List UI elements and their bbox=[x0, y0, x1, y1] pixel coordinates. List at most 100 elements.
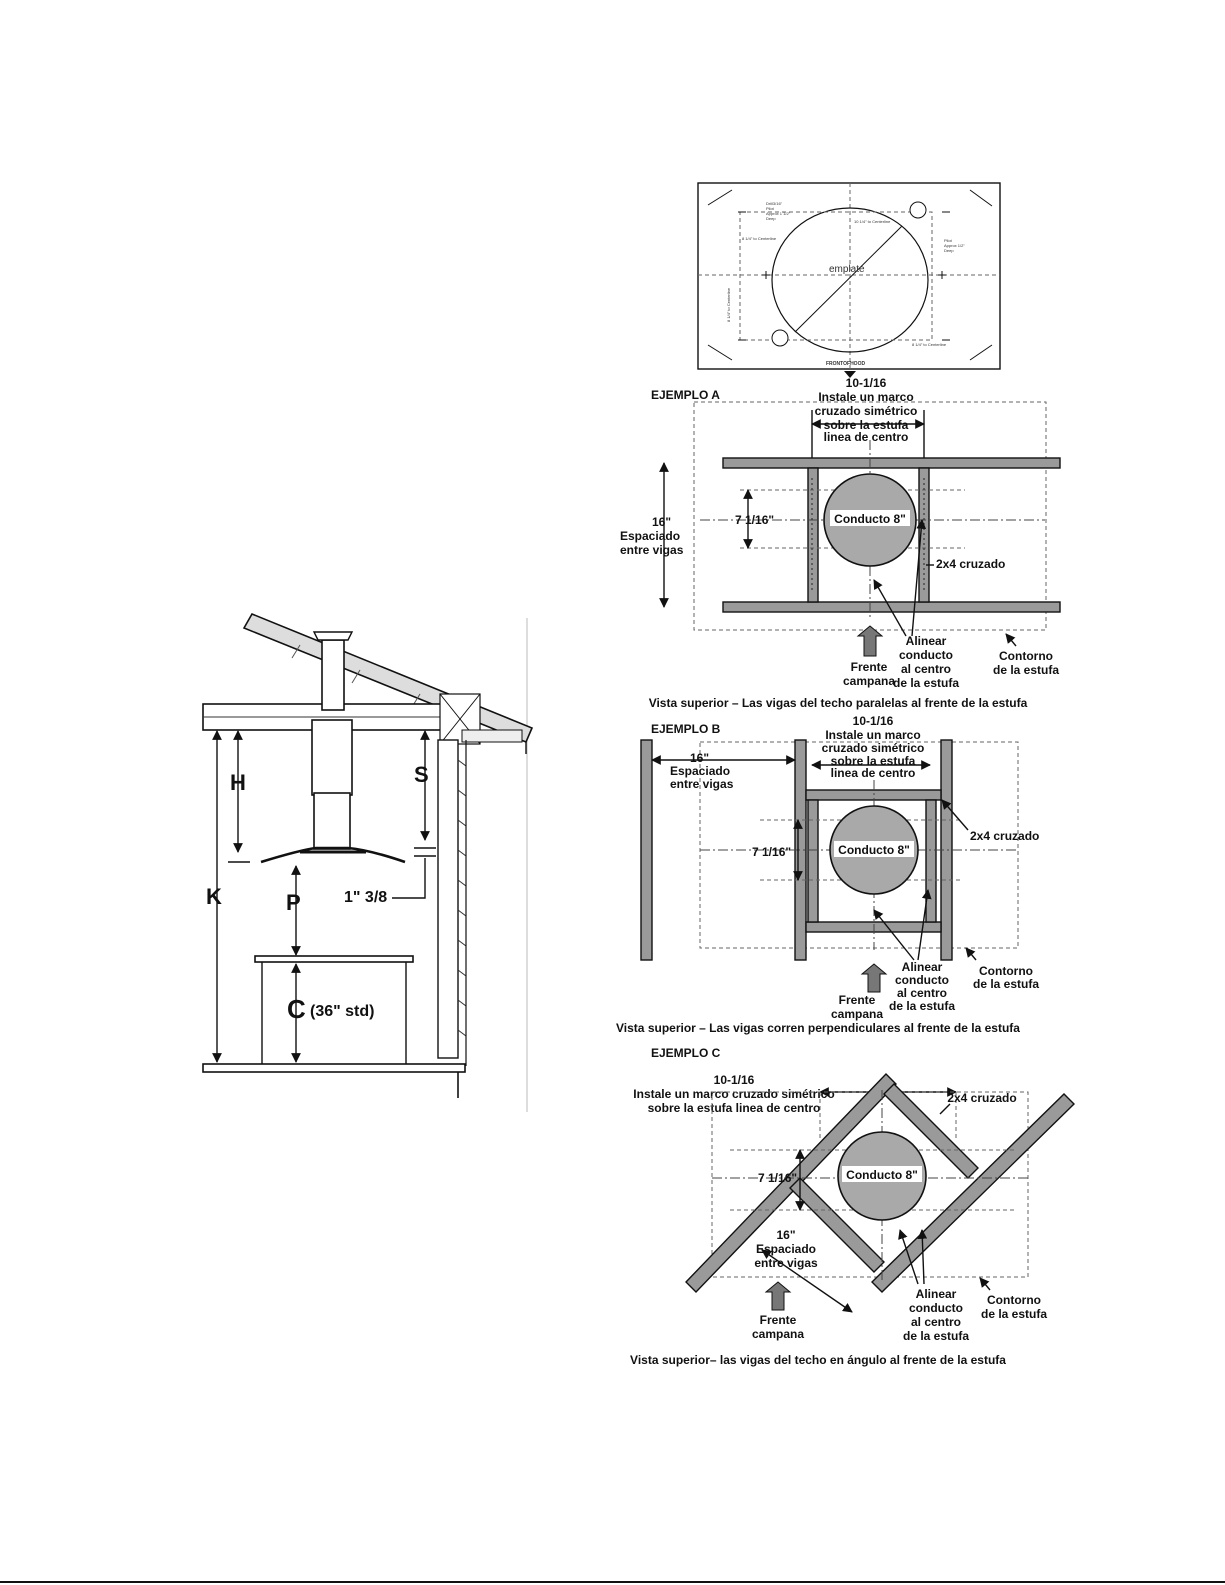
example-a-align-4: de la estufa bbox=[893, 676, 959, 690]
chimney bbox=[311, 631, 354, 850]
example-b-align-2: conducto bbox=[895, 973, 949, 987]
example-c-align-4: de la estufa bbox=[903, 1329, 969, 1343]
example-a-dim-1: 10-1/16 bbox=[846, 376, 887, 390]
example-a-align-1: Alinear bbox=[906, 634, 947, 648]
template-note-3: Approx 1 1/2" bbox=[766, 211, 791, 216]
example-a-caption: Vista superior – Las vigas del techo par… bbox=[649, 696, 1028, 710]
example-a-align-3: al centro bbox=[901, 662, 951, 676]
example-c: EJEMPLO C 10-1/16 Instale un marco cruza… bbox=[630, 1046, 1075, 1367]
example-c-joist-left bbox=[685, 1073, 897, 1293]
example-b-align-4: de la estufa bbox=[889, 999, 955, 1013]
template-note-4: Deep bbox=[766, 216, 776, 221]
example-c-spacing-3: entre vigas bbox=[754, 1256, 818, 1270]
template-note-8: Approx 1/2" bbox=[944, 243, 965, 248]
floor bbox=[202, 1063, 466, 1073]
example-a-dim-side: 7 1/16" bbox=[735, 513, 774, 527]
exterior-wall bbox=[437, 739, 467, 1098]
template-front-label: FRONTOFHOOD bbox=[826, 361, 865, 367]
example-a-dim-5: linea de centro bbox=[824, 430, 909, 444]
example-b-dim-2: Instale un marco bbox=[825, 728, 920, 742]
template-note-11: 8 1/4" to Centerline bbox=[912, 342, 947, 347]
gap-leader bbox=[392, 858, 426, 899]
template-note-2: Pilot bbox=[766, 206, 775, 211]
label-c: C bbox=[287, 994, 306, 1024]
example-b-dim-side: 7 1/16" bbox=[752, 845, 791, 859]
example-a-dim-2: Instale un marco bbox=[818, 390, 913, 404]
template-note-6: 8 1/4" to Centerline bbox=[742, 236, 777, 241]
example-a-cross-left bbox=[807, 467, 819, 603]
template-note-5: 10 1/4" to Centerline bbox=[854, 219, 891, 224]
ceiling bbox=[202, 693, 523, 745]
example-c-align-1: Alinear bbox=[916, 1287, 957, 1301]
example-b-front-1: Frente bbox=[839, 993, 876, 1007]
example-a-title: EJEMPLO A bbox=[651, 388, 720, 402]
example-b-contour-2: de la estufa bbox=[973, 977, 1039, 991]
example-b-spacing-3: entre vigas bbox=[670, 777, 734, 791]
mounting-template: emplate Drill3/16" Pilot Approx 1 1/2" D… bbox=[697, 182, 1001, 378]
label-h: H bbox=[230, 770, 246, 795]
example-a: EJEMPLO A 10-1/16 Instale un marco cruza… bbox=[620, 376, 1061, 710]
example-a-joist-top bbox=[722, 457, 1061, 469]
example-c-dim-side: 7 1/16" bbox=[758, 1171, 797, 1185]
example-b-spacing-2: Espaciado bbox=[670, 764, 730, 778]
example-c-front-1: Frente bbox=[760, 1313, 797, 1327]
example-b-range-outline bbox=[699, 741, 1019, 949]
example-c-align-3: al centro bbox=[911, 1315, 961, 1329]
template-note-1: Drill3/16" bbox=[766, 201, 783, 206]
example-a-duct-label: Conducto 8" bbox=[834, 512, 906, 526]
example-b-dim-3: cruzado simétrico bbox=[822, 741, 925, 755]
side-view-diagram: H S K P 1" 3/8 C (36" std) bbox=[202, 612, 534, 1112]
example-c-spacing-2: Espaciado bbox=[756, 1242, 816, 1256]
label-gap: 1" 3/8 bbox=[344, 889, 387, 906]
example-a-spacing-2: Espaciado bbox=[620, 529, 680, 543]
example-c-contour-1: Contorno bbox=[987, 1293, 1041, 1307]
label-p: P bbox=[286, 890, 301, 915]
example-c-dim-1: 10-1/16 bbox=[714, 1073, 755, 1087]
label-c-std: (36" std) bbox=[310, 1003, 374, 1020]
example-c-caption: Vista superior– las vigas del techo en á… bbox=[630, 1353, 1006, 1367]
example-b-front-2: campana bbox=[831, 1007, 883, 1021]
example-c-contour-2: de la estufa bbox=[981, 1307, 1047, 1321]
example-a-contour-2: de la estufa bbox=[993, 663, 1059, 677]
example-a-cross-label: 2x4 cruzado bbox=[936, 557, 1005, 571]
example-a-spacing-1: 16" bbox=[652, 515, 671, 529]
example-a-contour-1: Contorno bbox=[999, 649, 1053, 663]
example-c-front-arrow bbox=[764, 1281, 792, 1311]
example-a-front-1: Frente bbox=[851, 660, 888, 674]
template-note-10: 8 1/4" to Centerline bbox=[726, 287, 731, 322]
example-c-duct-label: Conducto 8" bbox=[846, 1168, 918, 1182]
example-b-front-arrow bbox=[860, 963, 888, 993]
template-label: emplate bbox=[829, 264, 865, 275]
example-b-spacing-1: 16" bbox=[690, 751, 709, 765]
example-b-dim-5: linea de centro bbox=[831, 766, 916, 780]
example-c-cross-label: 2x4 cruzado bbox=[947, 1091, 1016, 1105]
example-b-align-1: Alinear bbox=[902, 960, 943, 974]
example-b-dim-1: 10-1/16 bbox=[853, 714, 894, 728]
example-c-align-2: conducto bbox=[909, 1301, 963, 1315]
example-c-spacing-1: 16" bbox=[776, 1228, 795, 1242]
example-b: EJEMPLO B 10-1/16 Instale un marco cruza… bbox=[616, 714, 1039, 1035]
example-b-title: EJEMPLO B bbox=[651, 722, 721, 736]
example-a-align-2: conducto bbox=[899, 648, 953, 662]
example-b-joist-far-left bbox=[640, 739, 653, 961]
example-c-front-2: campana bbox=[752, 1327, 804, 1341]
example-a-dim-3: cruzado simétrico bbox=[815, 404, 918, 418]
template-note-7: Pilot bbox=[944, 238, 953, 243]
example-b-contour-1: Contorno bbox=[979, 964, 1033, 978]
example-c-title: EJEMPLO C bbox=[651, 1046, 721, 1060]
example-a-front-2: campana bbox=[843, 674, 895, 688]
example-b-align-3: al centro bbox=[897, 986, 947, 1000]
example-b-cross-label: 2x4 cruzado bbox=[970, 829, 1039, 843]
label-k: K bbox=[206, 884, 222, 909]
hood-canopy bbox=[260, 846, 406, 864]
example-b-caption: Vista superior – Las vigas corren perpen… bbox=[616, 1021, 1020, 1035]
template-note-9: Deep bbox=[944, 248, 954, 253]
label-s: S bbox=[414, 762, 429, 787]
example-a-front-arrow bbox=[856, 625, 884, 657]
cooktop-counter bbox=[254, 955, 414, 1064]
example-a-spacing-3: entre vigas bbox=[620, 543, 684, 557]
example-b-duct-label: Conducto 8" bbox=[838, 843, 910, 857]
example-c-dim-3: sobre la estufa linea de centro bbox=[648, 1101, 821, 1115]
example-c-dim-2: Instale un marco cruzado simétrico bbox=[633, 1087, 834, 1101]
